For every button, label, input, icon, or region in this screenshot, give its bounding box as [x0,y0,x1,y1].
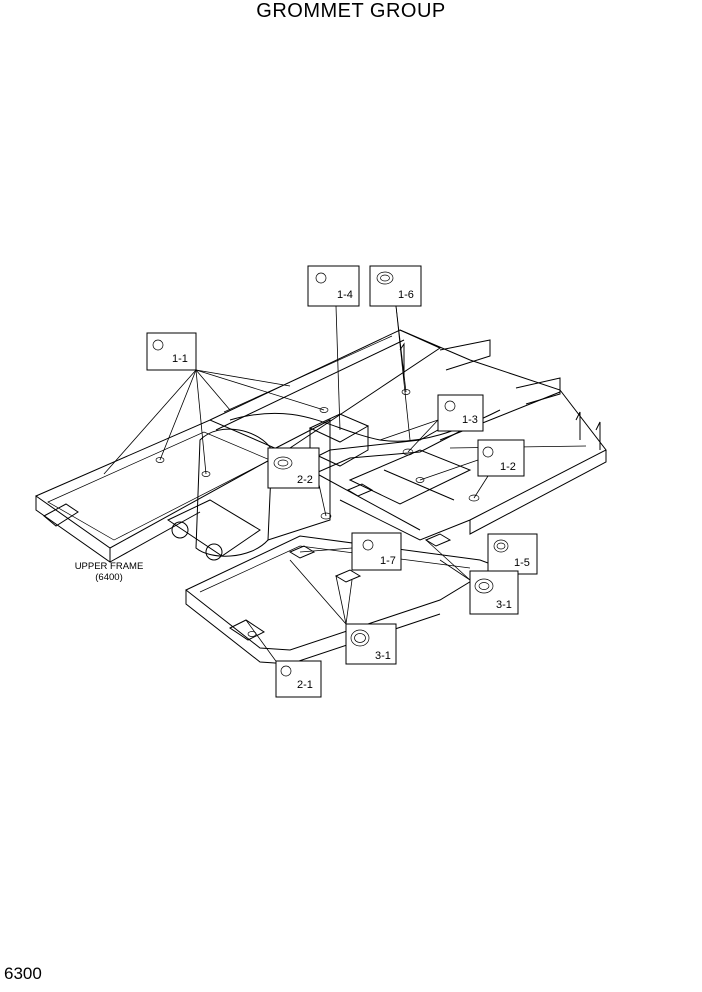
callout-3-1-right: 3-1 [469,570,519,615]
callout-label: 3-1 [496,599,512,611]
callout-3-1-lower: 3-1 [345,623,397,665]
callout-label: 1-2 [500,461,516,473]
page-number: 6300 [4,964,42,983]
callout-2-1: 2-1 [275,660,322,698]
upper-frame-outline [34,329,607,665]
callout-label: 1-1 [172,353,188,365]
callout-1-1: 1-1 [146,332,197,371]
upper-frame-label-line1: UPPER FRAME [74,561,144,572]
upper-frame-label: UPPER FRAME (6400) [62,561,156,583]
page-title: GROMMET GROUP [256,0,446,22]
upper-frame-label-line2: (6400) [95,572,123,583]
leader-lines [103,305,489,665]
callout-1-7: 1-7 [351,532,402,571]
callout-1-5: 1-5 [487,533,538,575]
callout-1-6: 1-6 [369,265,422,307]
callout-label: 3-1 [375,650,391,662]
callout-label: 1-4 [337,289,353,301]
callout-label: 1-6 [398,289,414,301]
callout-label: 2-2 [297,474,313,486]
callout-1-4: 1-4 [307,265,360,307]
callout-label: 1-5 [514,557,530,569]
callout-label: 1-3 [462,414,478,426]
callout-label: 2-1 [297,679,313,691]
callout-1-2: 1-2 [477,439,525,477]
callout-1-3: 1-3 [437,394,484,432]
callout-label: 1-7 [380,555,396,567]
callout-2-2: 2-2 [267,447,320,489]
